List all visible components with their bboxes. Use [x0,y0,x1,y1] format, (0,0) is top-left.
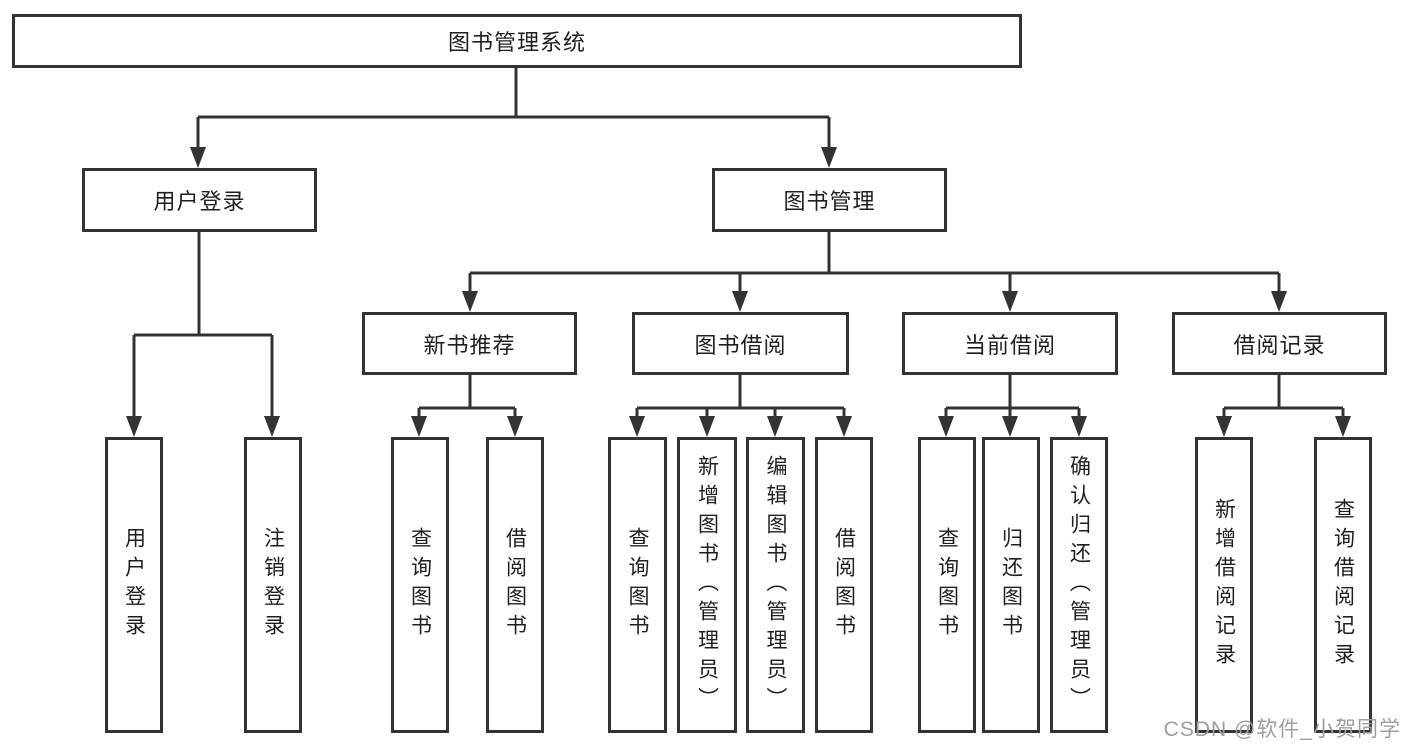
leaf-query-borrow-record: 查询借阅记录 [1314,437,1372,733]
node-label: 查询图书 [626,527,649,643]
leaf-logout: 注销登录 [244,437,302,733]
node-label: 查询图书 [935,527,959,643]
node-label: 确认归还（管理员） [1067,454,1091,716]
watermark: CSDN @软件_小贺同学 [1163,718,1401,741]
leaf-borrow-books-recommend: 借阅图书 [486,437,544,733]
leaf-query-books-current: 查询图书 [918,437,976,733]
node-label: 用户登录 [153,189,246,214]
node-label: 新增图书（管理员） [695,454,719,716]
node-label: 注销登录 [261,527,285,643]
node-label: 借阅记录 [1233,332,1326,358]
node-current-borrowing: 当前借阅 [902,312,1118,375]
node-new-book-recommendation: 新书推荐 [362,312,577,375]
node-label: 查询借阅记录 [1331,498,1355,672]
leaf-confirm-return-admin: 确认归还（管理员） [1050,437,1108,733]
node-label: 借阅图书 [503,527,527,643]
node-book-borrowing: 图书借阅 [632,312,849,375]
node-book-management: 图书管理 [712,168,947,232]
node-label: 归还图书 [999,527,1023,643]
leaf-query-books-borrowing: 查询图书 [608,437,667,733]
node-label: 当前借阅 [963,332,1056,358]
leaf-edit-books-admin: 编辑图书（管理员） [746,437,805,733]
leaf-borrow-books-borrowing: 借阅图书 [815,437,873,733]
node-label: 新增借阅记录 [1212,498,1236,672]
node-label: 图书借阅 [694,332,787,358]
leaf-add-borrow-record: 新增借阅记录 [1195,437,1253,733]
leaf-return-books: 归还图书 [982,437,1040,733]
node-label: 查询图书 [408,527,432,643]
node-library-management-system: 图书管理系统 [12,14,1022,68]
node-label: 新书推荐 [423,332,516,358]
node-borrowing-records: 借阅记录 [1172,312,1387,375]
node-user-login: 用户登录 [82,168,317,232]
node-label: 图书管理 [783,189,876,214]
node-label: 用户登录 [122,527,146,643]
leaf-query-books-recommend: 查询图书 [391,437,449,733]
leaf-add-books-admin: 新增图书（管理员） [677,437,737,733]
node-label: 编辑图书（管理员） [764,454,787,716]
node-label: 图书管理系统 [447,30,586,55]
node-label: 借阅图书 [832,527,856,643]
leaf-user-login: 用户登录 [105,437,163,733]
